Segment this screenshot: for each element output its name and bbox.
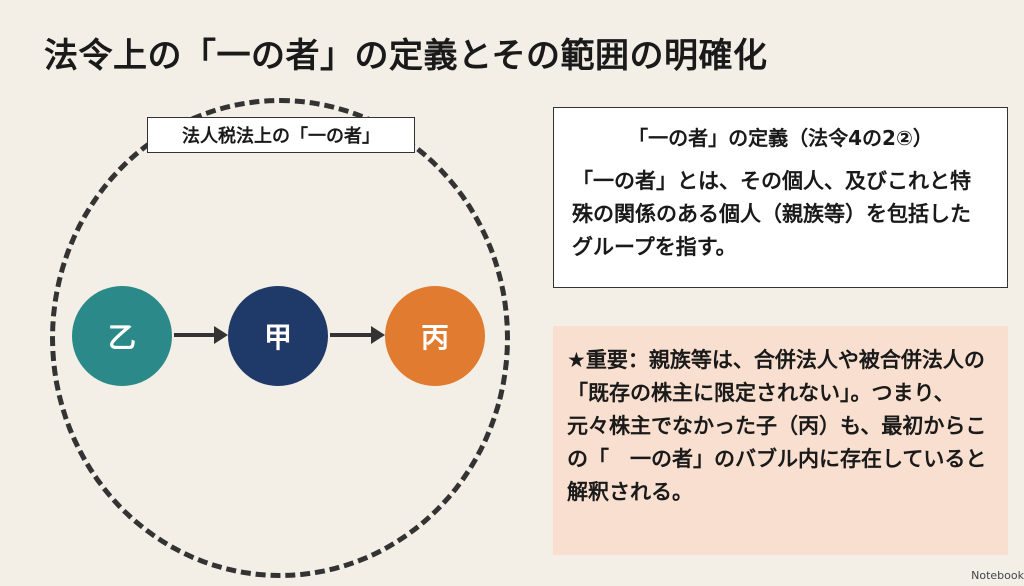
definition-body: 「一の者」とは、その個人、及びこれと特殊の関係のある個人（親族等）を包括したグル… [572, 169, 971, 259]
important-note-box: ★重要：親族等は、合併法人や被合併法人の「既存の株主に限定されない」。つまり、元… [553, 326, 1008, 555]
definition-box: 「一の者」の定義（法令4の2②） 「一の者」とは、その個人、及びこれと特殊の関係… [553, 107, 1008, 288]
important-note-body: ★重要：親族等は、合併法人や被合併法人の「既存の株主に限定されない」。つまり、元… [567, 348, 987, 504]
bubble-label: 法人税法上の「一の者」 [147, 117, 415, 153]
watermark: Notebook [971, 569, 1024, 582]
node-kou: 甲 [228, 286, 328, 386]
node-otsu: 乙 [72, 286, 172, 386]
one-person-bubble [50, 98, 510, 578]
arrow-icon [174, 326, 228, 344]
definition-heading: 「一の者」の定義（法令4の2②） [628, 126, 933, 150]
node-hei: 丙 [385, 286, 485, 386]
slide-title: 法令上の「一の者」の定義とその範囲の明確化 [44, 36, 768, 76]
arrow-icon [330, 326, 385, 344]
